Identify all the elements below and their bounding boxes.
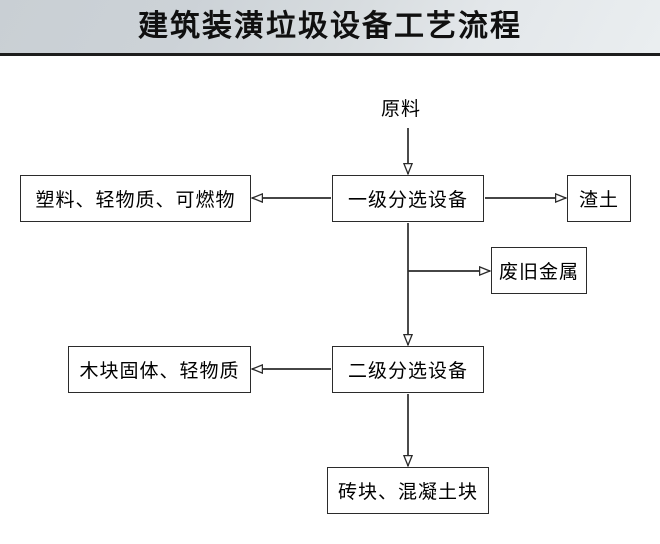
- flowchart-canvas: 原料 塑料、轻物质、可燃物 一级分选设备 渣土 废旧金属 木块固体、轻物质 二级…: [0, 56, 660, 544]
- header-bar: 建筑装潢垃圾设备工艺流程: [0, 0, 660, 56]
- node-light-waste: 塑料、轻物质、可燃物: [20, 175, 251, 222]
- page-title: 建筑装潢垃圾设备工艺流程: [138, 9, 522, 44]
- node-stage2-sorting-equipment: 二级分选设备: [332, 346, 484, 393]
- node-slag: 渣土: [567, 175, 631, 222]
- connector-lines: [0, 128, 660, 544]
- node-brick-concrete: 砖块、混凝土块: [327, 467, 489, 514]
- node-raw-material: 原料: [381, 98, 422, 120]
- node-wood-solids: 木块固体、轻物质: [68, 346, 251, 393]
- node-scrap-metal: 废旧金属: [491, 247, 587, 294]
- node-stage1-sorting-equipment: 一级分选设备: [332, 175, 484, 222]
